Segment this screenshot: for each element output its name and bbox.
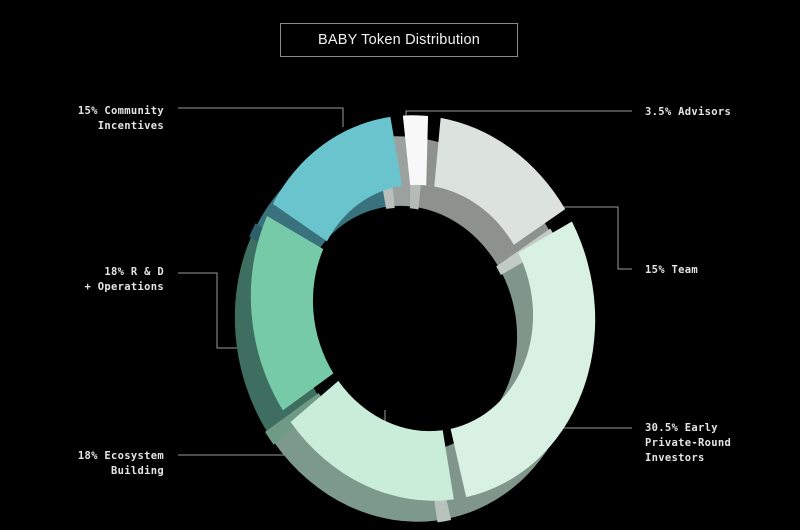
label-team: 15% Team [645,263,698,278]
label-line: Private-Round [645,437,732,449]
label-ecosystem-building: 18% Ecosystem Building [78,449,164,479]
chart-title: BABY Token Distribution [280,23,518,57]
segment-advisors [402,115,429,186]
label-line: Incentives [97,120,164,132]
callout-line-advisors [405,110,632,123]
segment-team [434,117,566,245]
callout-line-community [178,107,344,127]
segment-ecosystem [290,380,454,501]
label-line: 30.5% Early [645,422,718,434]
label-line: Investors [645,452,705,464]
label-line: 3.5% Advisors [645,106,732,118]
label-community-incentives: 15% Community Incentives [78,104,164,134]
segment-rnd [250,215,334,411]
donut-ring [234,115,596,523]
segment-early [450,221,596,498]
label-line: 18% R & D [104,266,164,278]
chart-title-text: BABY Token Distribution [317,32,481,48]
label-rnd-operations: 18% R & D + Operations [85,265,164,295]
segment-community [272,116,403,242]
label-line: Building [111,465,164,477]
label-line: 15% Community [77,105,164,117]
label-line: 18% Ecosystem [77,450,164,462]
label-line: + Operations [84,281,164,293]
callout-line-team [539,206,632,270]
label-early-private-round-investors: 30.5% Early Private-Round Investors [645,421,731,466]
label-advisors: 3.5% Advisors [645,105,731,120]
label-line: 15% Team [645,264,698,276]
